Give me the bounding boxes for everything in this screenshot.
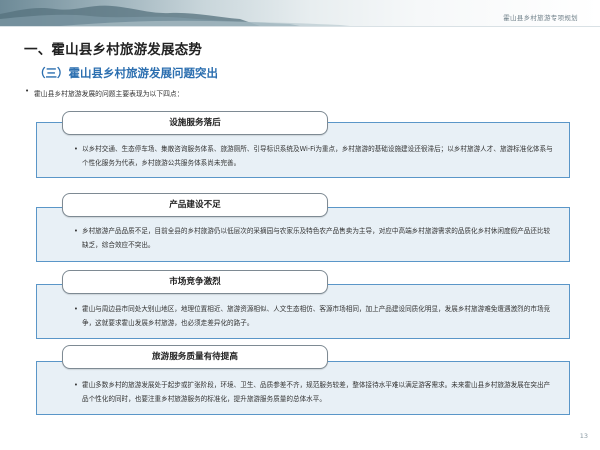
section-subtitle: （三）霍山县乡村旅游发展问题突出 (34, 66, 218, 80)
problem-text-service-quality: • 霍山多数乡村的旅游发展处于起步或扩张阶段，环境、卫生、品质参差不齐，规范服务… (74, 378, 556, 406)
document-title: 霍山县乡村旅游专项规划 (503, 14, 578, 22)
bullet-icon: • (74, 305, 78, 313)
problem-label-products: 产品建设不足 (62, 193, 328, 217)
problem-description: 以乡村交通、生态停车场、集散咨询服务体系、旅游厕所、引导标识系统及Wi-Fi为重… (82, 145, 553, 167)
bullet-icon: • (74, 227, 78, 235)
intro-text: • 霍山县乡村旅游发展的问题主要表现为以下四点： (25, 87, 184, 98)
intro-label: 霍山县乡村旅游发展的问题主要表现为以下四点： (34, 90, 184, 98)
problem-label-facilities: 设施服务落后 (62, 111, 328, 135)
mountain-landscape-icon (0, 5, 350, 26)
bullet-icon: • (74, 145, 78, 153)
problem-description: 乡村旅游产品品质不足，目前全县的乡村旅游仍以低层次的采摘园与农家乐及特色农产品售… (82, 227, 551, 249)
bullet-icon: • (25, 87, 30, 95)
problem-label-service-quality: 旅游服务质量有待提高 (62, 345, 328, 369)
problem-description: 霍山多数乡村的旅游发展处于起步或扩张阶段，环境、卫生、品质参差不齐，规范服务较差… (82, 381, 551, 403)
problem-text-facilities: • 以乡村交通、生态停车场、集散咨询服务体系、旅游厕所、引导标识系统及Wi-Fi… (74, 142, 556, 170)
problem-description: 霍山与周边县市同处大别山地区，地理位置相近、旅游资源相似、人文生态相仿、客源市场… (82, 305, 551, 327)
header-divider (0, 26, 600, 27)
problem-label-competition: 市场竞争激烈 (62, 270, 328, 294)
page-number: 13 (579, 432, 588, 440)
header-banner: 霍山县乡村旅游专项规划 (0, 0, 600, 26)
section-title: 一、霍山县乡村旅游发展态势 (24, 42, 203, 58)
bullet-icon: • (74, 381, 78, 389)
problem-text-competition: • 霍山与周边县市同处大别山地区，地理位置相近、旅游资源相似、人文生态相仿、客源… (74, 302, 556, 330)
problem-text-products: • 乡村旅游产品品质不足，目前全县的乡村旅游仍以低层次的采摘园与农家乐及特色农产… (74, 224, 556, 252)
